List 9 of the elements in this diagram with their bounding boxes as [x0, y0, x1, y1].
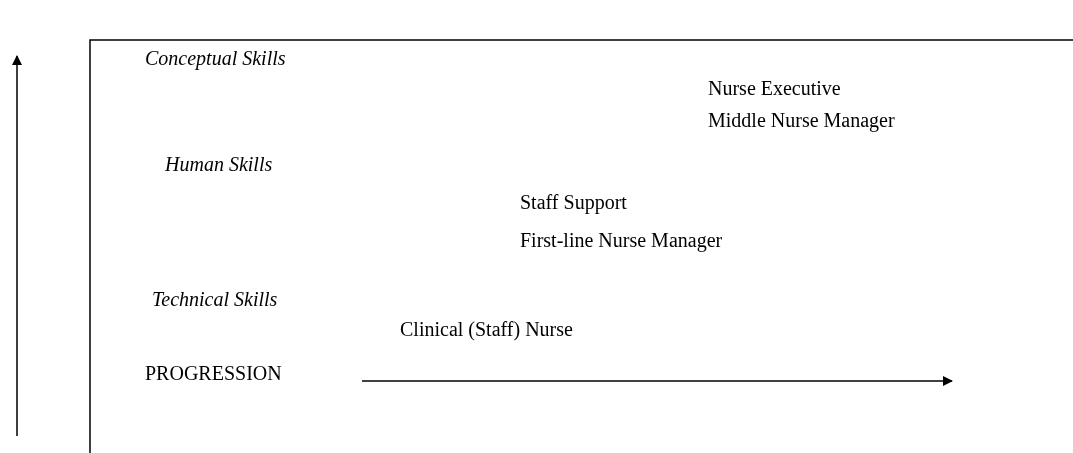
role-label: First-line Nurse Manager — [520, 228, 723, 252]
role-label: Clinical (Staff) Nurse — [400, 317, 573, 341]
axis-label: PROGRESSION — [145, 361, 282, 385]
role-label: Middle Nurse Manager — [708, 108, 895, 132]
axis-level-label: Technical Skills — [152, 287, 278, 311]
role-label: Staff Support — [520, 190, 627, 214]
role-label: Nurse Executive — [708, 76, 841, 100]
axis-level-label: Conceptual Skills — [145, 46, 286, 70]
axis-level-label: Human Skills — [165, 152, 273, 176]
